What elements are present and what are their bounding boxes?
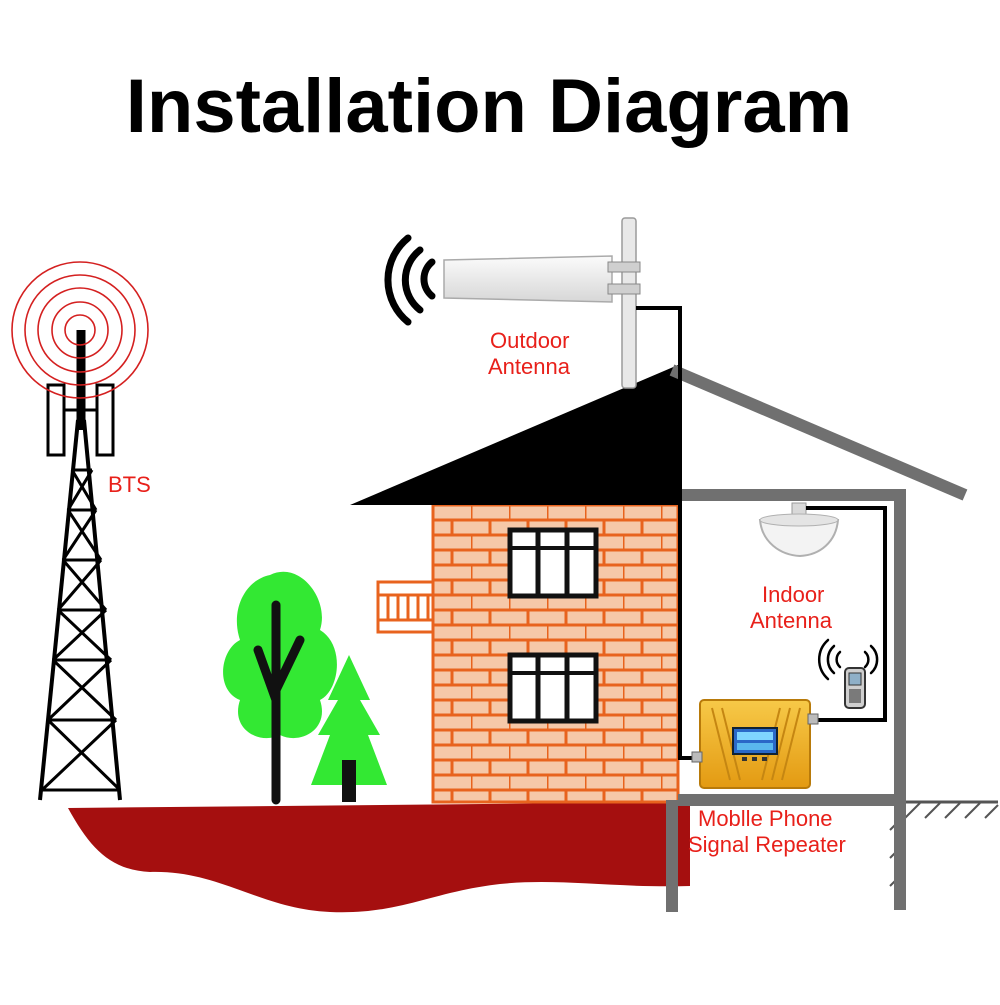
indoor-antenna-label-line2: Antenna <box>750 608 833 633</box>
outdoor-signal-waves <box>384 234 436 326</box>
window-upper <box>507 527 599 599</box>
window-lower <box>507 652 599 724</box>
diagram-title: Installation Diagram <box>126 64 852 149</box>
ground <box>68 802 690 913</box>
roof-black <box>350 365 678 505</box>
outdoor-antenna-label-line1: Outdoor <box>490 328 570 353</box>
earth-hatch <box>889 800 999 887</box>
outdoor-antenna-label-line2: Antenna <box>488 354 571 379</box>
indoor-cable <box>806 506 887 722</box>
repeater-label-line1: Moblle Phone <box>698 806 833 831</box>
interior-frame <box>666 364 968 912</box>
signal-repeater-device <box>691 699 819 789</box>
bts-label: BTS <box>108 472 151 497</box>
mobile-phone-icon <box>844 667 866 709</box>
indoor-antenna-label-line1: Indoor <box>762 582 824 607</box>
tree-pine <box>311 655 387 802</box>
outdoor-cable <box>636 306 700 760</box>
outdoor-antenna <box>443 217 641 389</box>
repeater-label-line2: Signal Repeater <box>688 832 846 857</box>
phone-signal-waves <box>818 638 879 681</box>
bts-tower <box>38 330 122 801</box>
indoor-ceiling-antenna <box>758 502 840 558</box>
tree-leafy <box>223 571 337 805</box>
balcony <box>376 580 435 634</box>
bts-signal-rings <box>11 261 149 399</box>
